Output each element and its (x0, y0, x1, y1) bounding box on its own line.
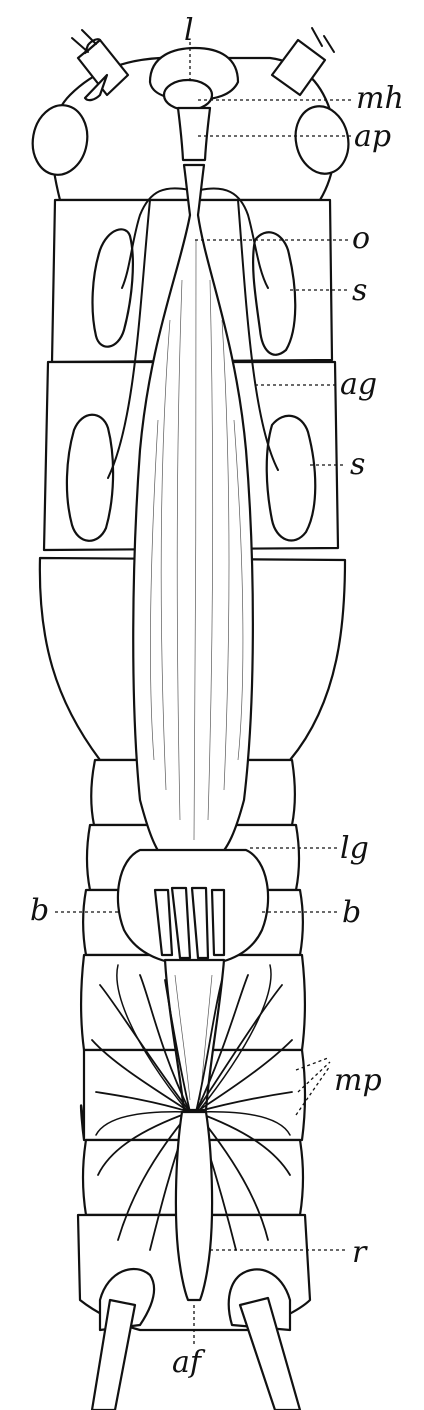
label-af: af (172, 1345, 206, 1380)
label-l: l (184, 13, 194, 48)
label-mh: mh (356, 81, 404, 116)
label-ag: ag (340, 367, 377, 402)
label-r: r (352, 1235, 368, 1270)
label-s-upper: s (352, 273, 367, 308)
label-mp: mp (334, 1063, 382, 1098)
label-o: o (352, 221, 370, 256)
cercus-left (92, 1300, 135, 1410)
label-b-left: b (30, 893, 49, 928)
label-b-right: b (342, 895, 361, 930)
label-ap: ap (354, 119, 391, 154)
label-s-lower: s (350, 447, 365, 482)
label-lg: lg (340, 831, 369, 866)
